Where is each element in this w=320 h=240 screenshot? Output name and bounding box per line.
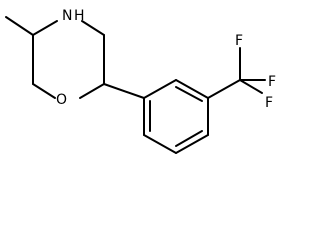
methyl-bond <box>5 16 34 36</box>
molecule-structure: N H O F F F <box>5 8 276 154</box>
oxygen-label: O <box>56 92 67 108</box>
cf-bond-down <box>239 79 263 94</box>
benzene-bond-6 <box>143 79 177 99</box>
ring-bond-n4-c3 <box>81 20 105 36</box>
fluorine-label-bottom: F <box>265 95 273 111</box>
fluorine-label-top: F <box>235 33 243 49</box>
benzene-bond-3 <box>175 134 209 154</box>
fluorine-label-right: F <box>268 74 276 90</box>
ring-bond-o1-c6 <box>32 83 56 99</box>
nitrogen-label: N <box>62 8 72 24</box>
ring-bond-c5-n4 <box>32 20 58 36</box>
benzene-bond-5 <box>175 79 209 99</box>
ring-bond-c2-o1 <box>79 83 105 99</box>
benzene-double-bond-3 <box>175 86 203 102</box>
benzene-bond-2 <box>143 134 177 154</box>
aryl-link-bond <box>103 83 145 99</box>
benzene-double-bond-2 <box>175 130 203 147</box>
hydrogen-label: H <box>74 8 85 24</box>
cf3-link-bond <box>207 79 241 99</box>
